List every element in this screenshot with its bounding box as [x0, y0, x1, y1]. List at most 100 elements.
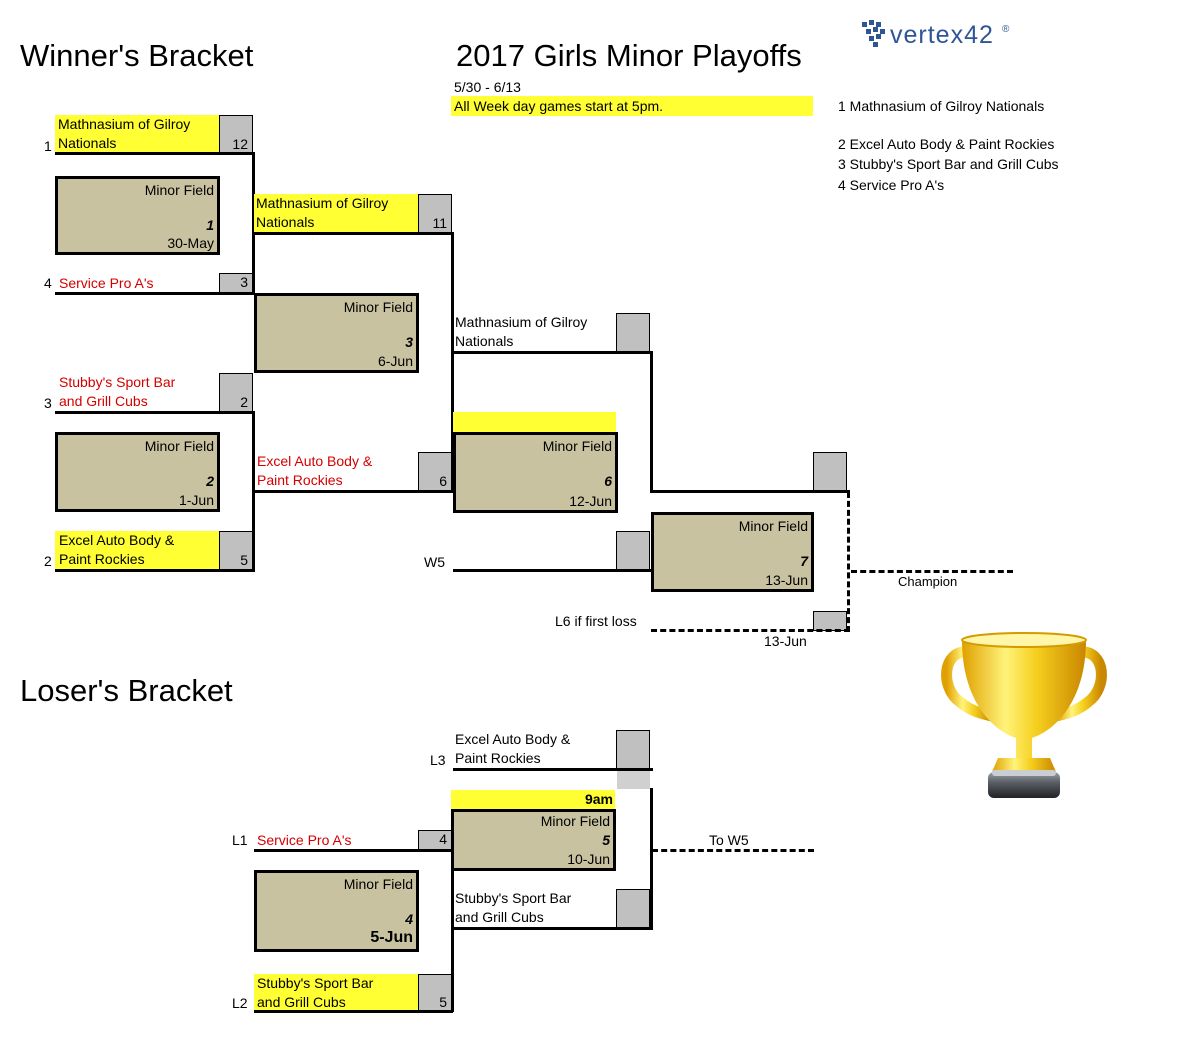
note-highlight	[451, 96, 813, 116]
trophy-icon	[938, 630, 1110, 811]
bracket-line	[55, 569, 254, 572]
seed-number: 3	[44, 395, 52, 411]
game-field: Minor Field	[144, 182, 214, 198]
game-number: 2	[206, 473, 214, 489]
team-name: and Grill Cubs	[59, 393, 148, 409]
team-name: Paint Rockies	[257, 472, 343, 488]
bracket-line	[55, 152, 254, 155]
team-name: Nationals	[58, 135, 117, 151]
team-name: Excel Auto Body &	[455, 731, 571, 747]
score-box: 2	[219, 373, 253, 412]
game-number: 7	[800, 553, 808, 569]
game-box-4: Minor Field 4 5-Jun	[254, 870, 419, 952]
game-number: 4	[405, 911, 413, 927]
game-time: 9am	[584, 791, 613, 807]
game-date: 1-Jun	[178, 492, 214, 508]
game-number: 5	[602, 832, 610, 848]
page-title: 2017 Girls Minor Playoffs	[456, 38, 802, 73]
bracket-dashed-line	[652, 849, 814, 852]
vertex42-logo	[860, 18, 1020, 59]
score-box: 3	[219, 273, 253, 293]
score-box	[813, 611, 847, 631]
seed-list-item: 2 Excel Auto Body & Paint Rockies	[838, 136, 1055, 152]
game-date: 10-Jun	[567, 851, 610, 867]
start-time-note: All Week day games start at 5pm.	[454, 98, 664, 114]
game-box-5: Minor Field 5 10-Jun	[451, 809, 616, 871]
bracket-line	[453, 768, 653, 771]
seed-number: L1	[232, 832, 248, 848]
losers-bracket-heading: Loser's Bracket	[20, 673, 233, 708]
score-box	[616, 313, 650, 352]
bracket-line	[453, 351, 653, 354]
bracket-line	[453, 927, 653, 930]
seed-number: L2	[232, 995, 248, 1011]
seed-number: 2	[44, 553, 52, 569]
bracket-line	[254, 490, 453, 493]
score-box: 11	[418, 194, 452, 233]
game-field: Minor Field	[540, 813, 610, 829]
team-name: Stubby's Sport Bar	[257, 975, 374, 991]
game-field: Minor Field	[738, 518, 808, 534]
seed-number: 1	[44, 138, 52, 154]
game-date: 12-Jun	[569, 493, 612, 509]
game-field: Minor Field	[343, 876, 413, 892]
game-box-1: Minor Field 1 30-May	[55, 176, 220, 255]
seed-number: L3	[430, 752, 446, 768]
score-box	[616, 730, 650, 769]
seed-list-item: 1 Mathnasium of Gilroy Nationals	[838, 98, 1045, 114]
logo-mark-icon	[862, 20, 885, 47]
bracket-line	[650, 788, 653, 930]
team-highlight	[254, 194, 418, 233]
seed-list-item: 3 Stubby's Sport Bar and Grill Cubs	[838, 156, 1059, 172]
bracket-line	[650, 351, 653, 493]
score-box: 6	[418, 452, 452, 491]
score-box	[617, 771, 650, 789]
team-name: Mathnasium of Gilroy	[455, 314, 588, 330]
game-number: 1	[206, 217, 214, 233]
score-box: 4	[418, 830, 452, 850]
team-highlight	[254, 974, 418, 1012]
bracket-line	[252, 152, 255, 295]
team-name: Mathnasium of Gilroy	[256, 195, 389, 211]
game-date: 6-Jun	[377, 353, 413, 369]
seed-number: 4	[44, 275, 52, 291]
bracket-line	[451, 849, 454, 1012]
bracket-line	[651, 490, 850, 493]
team-name: and Grill Cubs	[455, 909, 544, 925]
bracket-dashed-line	[847, 492, 850, 632]
team-name: Paint Rockies	[59, 551, 145, 567]
bracket-line	[453, 569, 652, 572]
logo-text: vertex42	[890, 21, 994, 49]
time-highlight	[451, 790, 615, 810]
team-name: Service Pro A's	[257, 832, 352, 848]
if-needed-date: 13-Jun	[764, 633, 807, 649]
game-date: 13-Jun	[765, 572, 808, 588]
bracket-line	[55, 411, 254, 414]
team-name: Service Pro A's	[59, 275, 154, 291]
score-box: 5	[418, 974, 452, 1012]
bracket-line	[254, 849, 453, 852]
team-highlight	[55, 115, 219, 154]
team-name: Excel Auto Body &	[59, 532, 175, 548]
l6-label: L6 if first loss	[555, 613, 637, 629]
team-name: Nationals	[256, 214, 315, 230]
team-name: Stubby's Sport Bar	[59, 374, 176, 390]
score-box: 5	[219, 531, 253, 570]
score-box	[813, 452, 847, 491]
w5-label: W5	[424, 554, 445, 570]
team-name: Mathnasium of Gilroy	[58, 116, 191, 132]
game-box-2: Minor Field 2 1-Jun	[55, 432, 220, 512]
bracket-line	[254, 1010, 453, 1013]
bracket-line	[254, 232, 453, 235]
seed-list-item: 4 Service Pro A's	[838, 177, 945, 193]
date-range: 5/30 - 6/13	[454, 79, 521, 95]
winners-bracket-heading: Winner's Bracket	[20, 38, 254, 73]
game-field: Minor Field	[144, 438, 214, 454]
champion-label: Champion	[898, 574, 958, 589]
team-name: Paint Rockies	[455, 750, 541, 766]
team-name: Stubby's Sport Bar	[455, 890, 572, 906]
game-date: 5-Jun	[370, 929, 413, 946]
game-box-6: Minor Field 6 12-Jun	[453, 432, 618, 513]
team-highlight	[55, 531, 219, 570]
game-field: Minor Field	[542, 438, 612, 454]
